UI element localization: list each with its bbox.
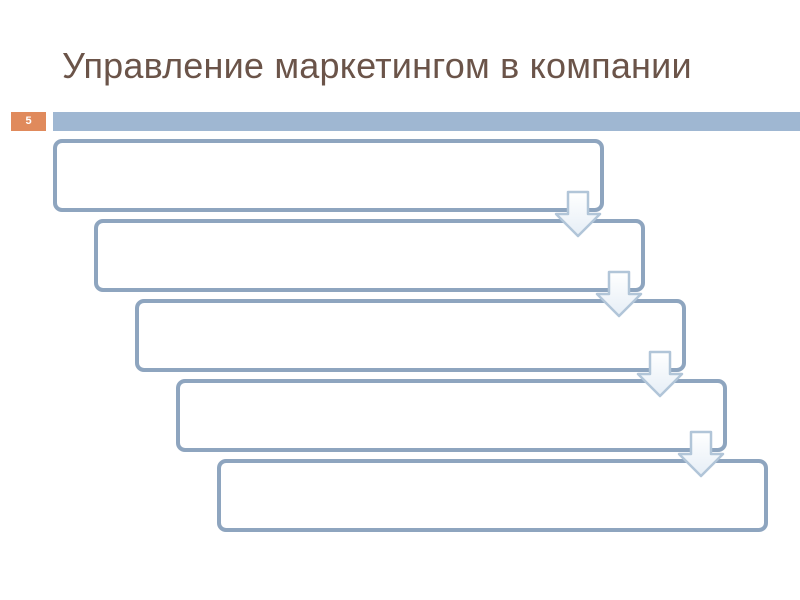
process-step-box-1 (53, 139, 604, 212)
step-connector-arrow-icon-3 (636, 350, 684, 398)
process-step-box-5 (217, 459, 768, 532)
step-connector-arrow-icon-4 (677, 430, 725, 478)
step-connector-arrow-icon-2 (595, 270, 643, 318)
process-step-box-3 (135, 299, 686, 372)
process-step-box-2 (94, 219, 645, 292)
process-step-box-4 (176, 379, 727, 452)
slide-title: Управление маркетингом в компании (62, 45, 692, 86)
title-accent-bar (53, 112, 800, 131)
slide-number-badge: 5 (11, 112, 46, 131)
step-connector-arrow-icon-1 (554, 190, 602, 238)
